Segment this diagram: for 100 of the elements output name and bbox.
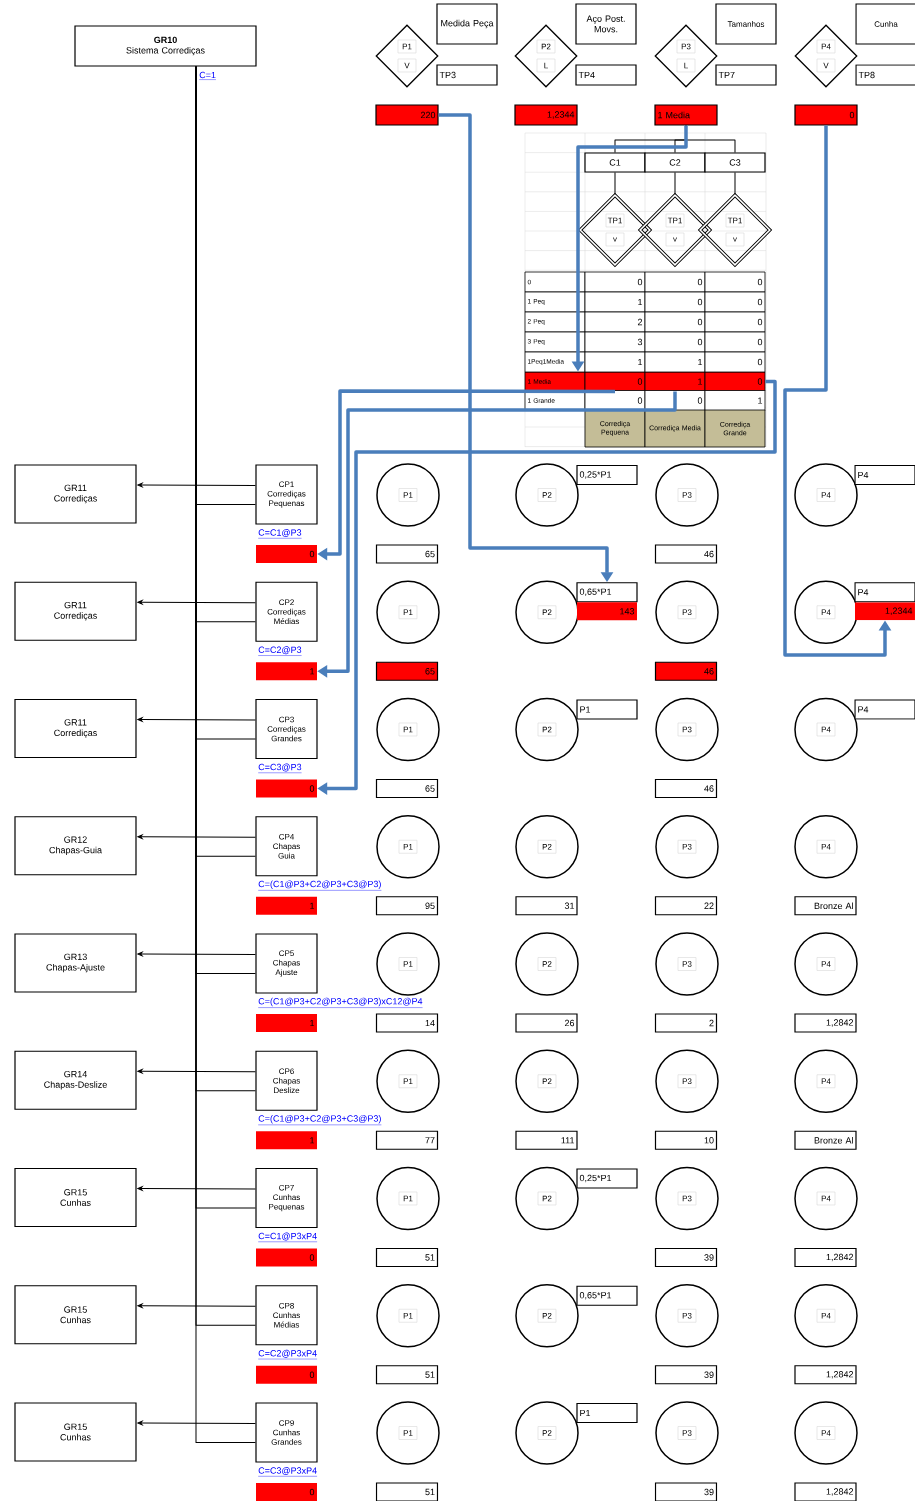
- value-box: 1,2842: [794, 1013, 857, 1033]
- group-box: GR11 Corrediças: [14, 698, 137, 759]
- name-box: Cunha: [855, 3, 915, 45]
- arrow: [137, 599, 256, 605]
- value-box: 1 Media: [654, 104, 718, 126]
- value-box: 77: [375, 1130, 439, 1150]
- formula-box: P4: [854, 699, 915, 720]
- value-box: 95: [375, 896, 439, 916]
- group-box: GR13 Chapas-Ajuste: [14, 933, 137, 993]
- arrow: [137, 834, 256, 840]
- arrow: [137, 951, 256, 957]
- table-cell: 0: [644, 291, 706, 313]
- column-header: C2: [644, 152, 706, 173]
- formula-box: P1: [576, 1402, 638, 1424]
- value-box: 51: [375, 1482, 439, 1501]
- arrow: [137, 1420, 256, 1426]
- value-box: 1: [256, 662, 317, 681]
- type-box: TP4: [575, 64, 637, 86]
- table-cell: 0: [704, 331, 766, 353]
- type-box: TP3: [436, 64, 498, 86]
- component-box: CP3 Corrediças Grandes: [255, 698, 318, 760]
- formula-link: C=C1@P3: [258, 529, 302, 539]
- table-cell: 1: [584, 351, 646, 373]
- component-box: CP8 Cunhas Médias: [255, 1285, 318, 1346]
- value-box: 1: [256, 1131, 317, 1150]
- formula-link: C=(C1@P3+C2@P3+C3@P3): [258, 1115, 382, 1126]
- table-cell: 1: [584, 291, 646, 313]
- value-box: 1,2344: [855, 602, 915, 621]
- column-header: C1: [584, 152, 646, 173]
- value-box: 39: [654, 1365, 718, 1385]
- group-box: GR15 Cunhas: [14, 1402, 137, 1462]
- value-box: 111: [515, 1130, 578, 1150]
- name-box: Aço Post. Movs.: [575, 3, 637, 45]
- arrow: [137, 1186, 256, 1191]
- table-cell: 0: [644, 390, 706, 411]
- table-cell: 0: [644, 271, 706, 293]
- value-box: 65: [375, 544, 439, 564]
- value-box: 0: [256, 1248, 317, 1267]
- value-box: 143: [577, 602, 637, 621]
- component-box: CP1 Corrediças Pequenas: [255, 464, 318, 525]
- group-box: GR14 Chapas-Deslize: [14, 1050, 137, 1110]
- formula-box: 0,25*P1: [576, 1168, 638, 1189]
- value-box: 0: [794, 104, 858, 126]
- value-box: 1,2842: [794, 1247, 857, 1268]
- name-box: Tamanhos: [715, 3, 777, 45]
- arrow: [137, 1068, 256, 1074]
- value-box: 10: [654, 1130, 718, 1150]
- value-box: 39: [654, 1247, 718, 1268]
- value-box: Bronze Al: [794, 1130, 857, 1150]
- connector: [674, 172, 676, 196]
- value-box: 220: [375, 104, 439, 126]
- value-box: 22: [654, 896, 718, 916]
- component-box: CP2 Corrediças Médias: [255, 581, 318, 642]
- component-box: CP9 Cunhas Grandes: [255, 1402, 318, 1463]
- formula-box: 0,65*P1: [576, 1285, 638, 1306]
- table-cell: 0: [704, 271, 766, 293]
- table-cell: 0: [704, 351, 766, 373]
- arrow: [137, 482, 256, 488]
- formula-box: P1: [576, 699, 638, 720]
- value-box: 65: [375, 661, 439, 681]
- component-box: CP6 Chapas Deslize: [255, 1050, 318, 1111]
- arrow: [137, 1303, 256, 1309]
- table-cell: 1: [704, 390, 766, 411]
- group-box: GR15 Cunhas: [14, 1167, 137, 1228]
- formula-link: C=(C1@P3+C2@P3+C3@P3)xC12@P4: [258, 997, 423, 1008]
- value-box: 65: [375, 778, 439, 799]
- value-box: 26: [515, 1013, 578, 1033]
- value-box: 0: [256, 545, 317, 563]
- table-cell: 3: [584, 331, 646, 353]
- value-box: 0: [256, 1483, 317, 1501]
- formula-box: 0,65*P1: [576, 582, 638, 603]
- value-box: Bronze Al: [794, 896, 857, 916]
- table-cell: 2: [584, 311, 646, 333]
- formula-box: 0,25*P1: [576, 464, 638, 486]
- value-box: 0: [256, 1365, 317, 1384]
- value-box: 46: [654, 661, 718, 681]
- formula-link: C=C1@P3xP4: [258, 1232, 318, 1242]
- value-box: 51: [375, 1247, 439, 1268]
- value-box: 1: [256, 1014, 317, 1032]
- formula-box: P4: [854, 464, 915, 486]
- table-cell: 0: [644, 311, 706, 333]
- table-cell: 0: [704, 291, 766, 313]
- table-cell: 0: [644, 331, 706, 353]
- connector: [734, 172, 736, 196]
- group-box: GR10 Sistema Corrediças: [74, 25, 257, 67]
- value-box: 31: [515, 896, 578, 916]
- group-box: GR12 Chapas-Guia: [14, 816, 137, 876]
- formula-link: C=C2@P3xP4: [258, 1349, 318, 1360]
- table-cell: 0: [704, 311, 766, 333]
- group-box: GR11 Corrediças: [14, 581, 137, 641]
- column-header: C3: [704, 152, 766, 173]
- node-label: P4: [858, 471, 869, 479]
- type-box: TP8: [855, 64, 915, 86]
- value-box: 1,2842: [794, 1365, 857, 1385]
- value-box: 46: [654, 778, 718, 799]
- formula-link: C=C3@P3xP4: [258, 1467, 318, 1477]
- formula-link: C=C2@P3: [258, 646, 302, 656]
- formula-link: C=C3@P3: [258, 763, 302, 773]
- value-box: 0: [256, 779, 317, 798]
- table-cell: 0: [584, 271, 646, 293]
